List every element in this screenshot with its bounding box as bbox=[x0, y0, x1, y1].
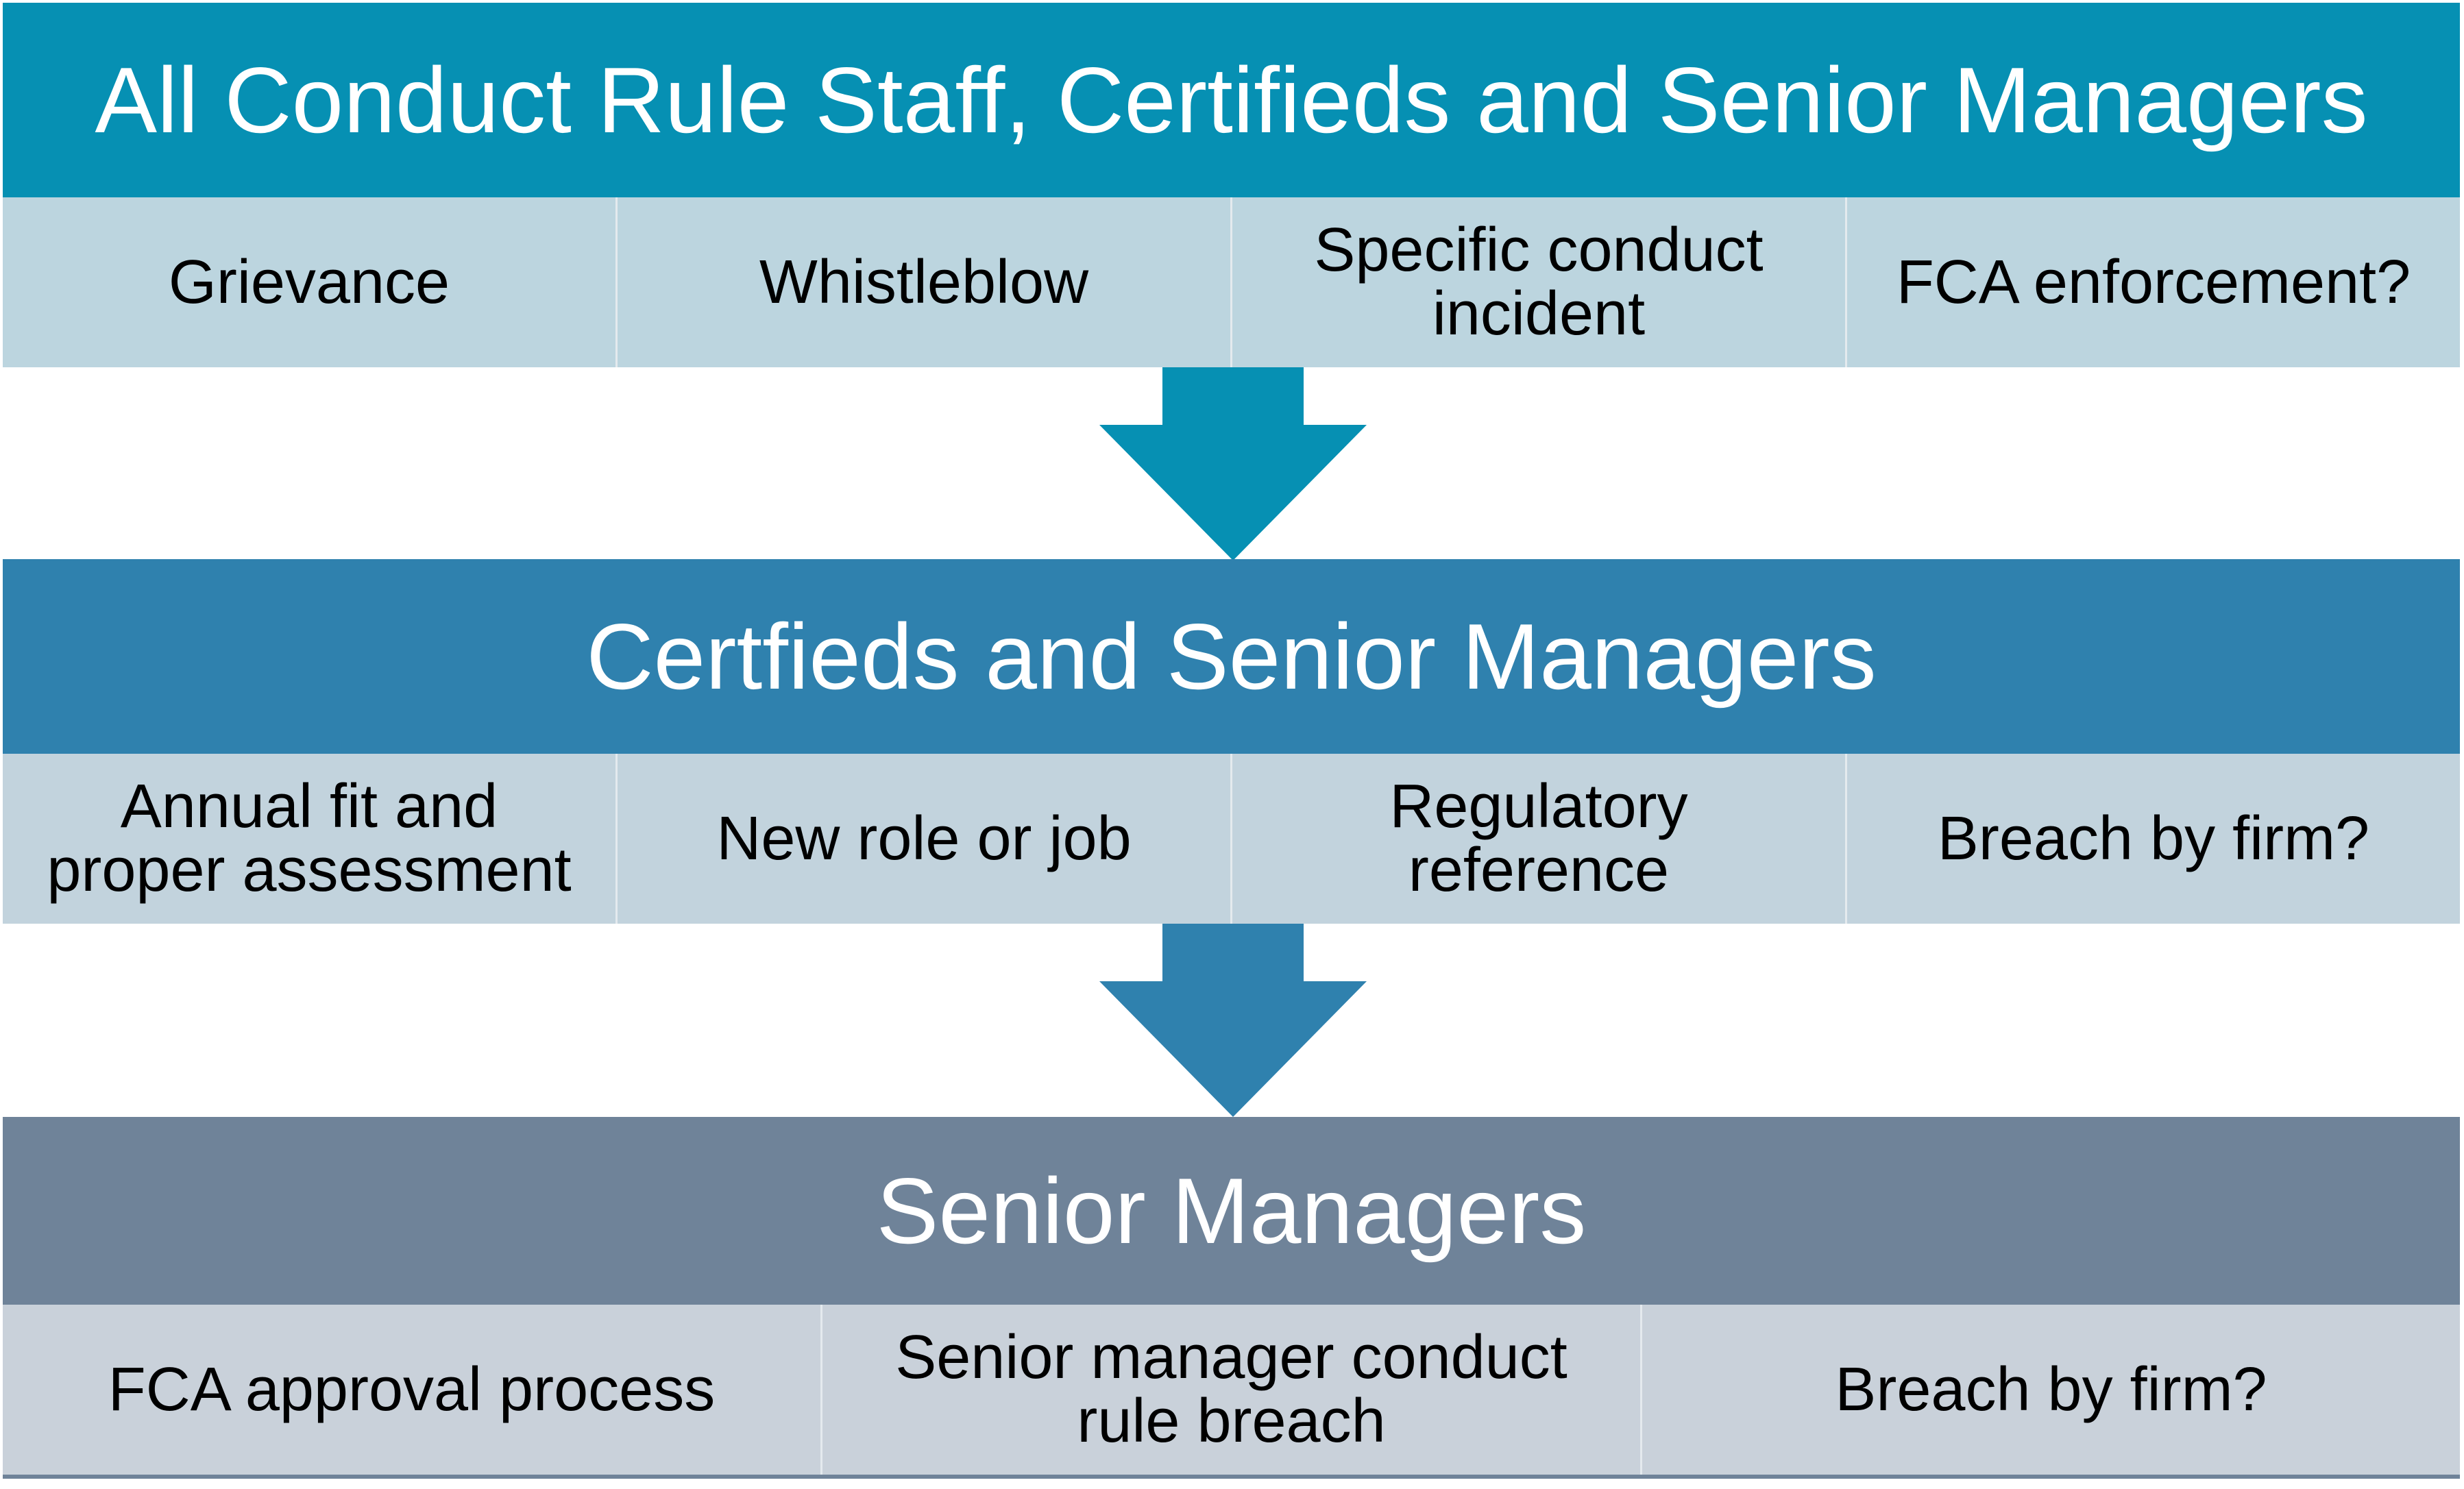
tier-1-title: All Conduct Rule Staff, Certifieds and S… bbox=[95, 48, 2368, 152]
tier-3-items: FCA approval process Senior manager cond… bbox=[3, 1305, 2460, 1479]
tier-2-items: Annual fit and proper assessment New rol… bbox=[3, 754, 2460, 924]
tier-2-title: Certfieds and Senior Managers bbox=[586, 604, 1877, 709]
tier-1-item-fca-enforcement: FCA enforcement? bbox=[1896, 247, 2411, 317]
tier-2-item-new-role: New role or job bbox=[618, 754, 1232, 924]
tier-1-item-whistleblow: Whistleblow bbox=[618, 197, 1232, 367]
tier-3-item-breach-by-firm: Breach by firm? bbox=[1835, 1355, 2267, 1424]
tier-1-items: Grievance Whistleblow Specific conduct i… bbox=[3, 197, 2460, 367]
down-arrow-icon bbox=[1093, 924, 1374, 1120]
tier-2-item-breach-by-firm: Breach by firm? bbox=[1937, 804, 2370, 873]
tier-3-item-sm-conduct-breach: Senior manager conduct rule breach bbox=[822, 1305, 1642, 1475]
down-arrow-icon bbox=[1093, 367, 1374, 563]
tier-2-item-annual-fit-proper: Annual fit and proper assessment bbox=[3, 754, 618, 924]
tier-3-item-fca-approval: FCA approval process bbox=[3, 1305, 822, 1475]
tier-1-header: All Conduct Rule Staff, Certifieds and S… bbox=[3, 3, 2460, 197]
tier-3-header: Senior Managers bbox=[3, 1117, 2460, 1305]
tier-1-item-grievance: Grievance bbox=[3, 197, 618, 367]
tier-2-header: Certfieds and Senior Managers bbox=[3, 559, 2460, 754]
tier-1-item-specific-conduct-incident: Specific conduct incident bbox=[1232, 197, 1847, 367]
tier-3-title: Senior Managers bbox=[876, 1159, 1587, 1263]
tier-2-item-regulatory-reference: Regulatory reference bbox=[1232, 754, 1847, 924]
